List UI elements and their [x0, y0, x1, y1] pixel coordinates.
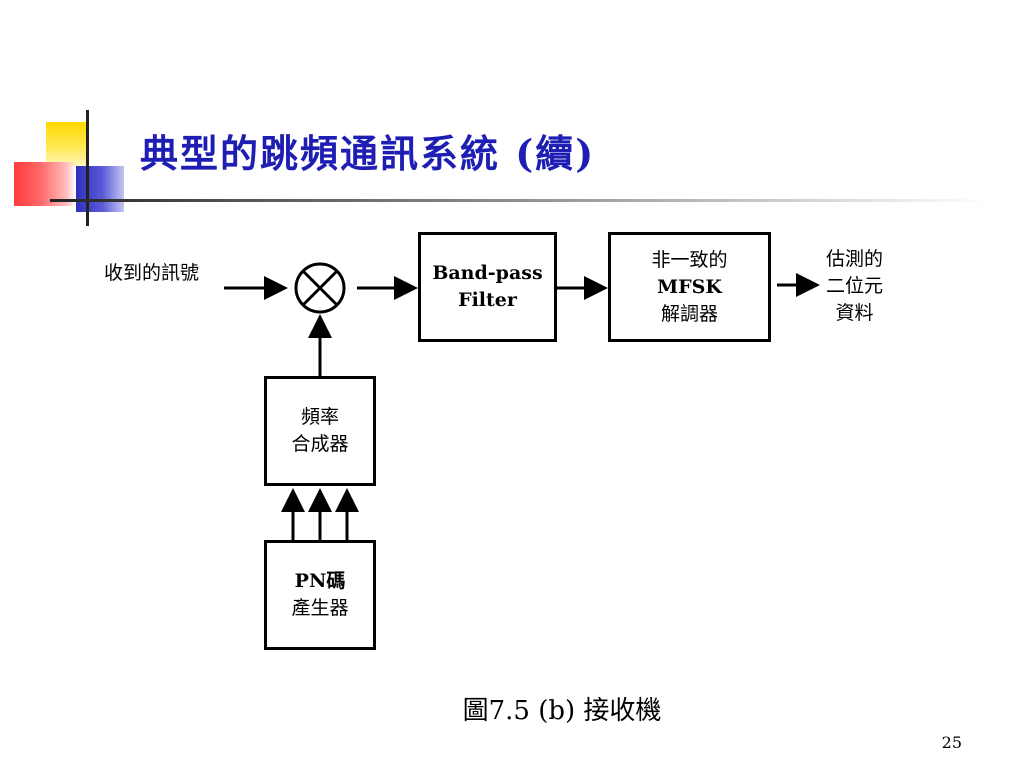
demodulator-line2: MFSK — [657, 275, 722, 298]
mixer-icon — [294, 262, 346, 314]
bandpass-filter-line1: Band-pass — [432, 262, 543, 284]
bandpass-filter-line2: Filter — [458, 289, 517, 311]
demodulator-line3: 解調器 — [660, 302, 718, 325]
input-signal-label: 收到的訊號 — [104, 262, 200, 284]
output-label-line2: 二位元 — [826, 275, 884, 297]
output-data-label: 估測的 二位元 資料 — [826, 246, 883, 327]
bandpass-filter-block: Band-pass Filter — [418, 232, 557, 342]
page-number: 25 — [941, 733, 962, 752]
slide-title: 典型的跳頻通訊系統 (續) — [140, 131, 596, 176]
decor-vertical-line — [86, 110, 89, 226]
figure-caption: 圖7.5 (b) 接收機 — [462, 696, 662, 726]
title-underline — [50, 199, 990, 202]
output-label-line1: 估測的 — [826, 248, 884, 270]
decor-red-square — [14, 162, 76, 206]
pn-generator-block: PN碼 產生器 — [264, 540, 376, 650]
decor-yellow-square — [46, 122, 88, 166]
decor-blue-square — [76, 166, 124, 212]
demodulator-line1: 非一致的 — [651, 248, 728, 271]
synth-line1: 頻率 — [300, 406, 339, 428]
pn-line1: PN碼 — [294, 570, 346, 592]
synth-line2: 合成器 — [291, 433, 349, 455]
pn-line2: 產生器 — [291, 597, 349, 619]
mfsk-demodulator-block: 非一致的 MFSK 解調器 — [608, 232, 771, 342]
frequency-synthesizer-block: 頻率 合成器 — [264, 376, 376, 486]
output-label-line3: 資料 — [835, 302, 874, 324]
